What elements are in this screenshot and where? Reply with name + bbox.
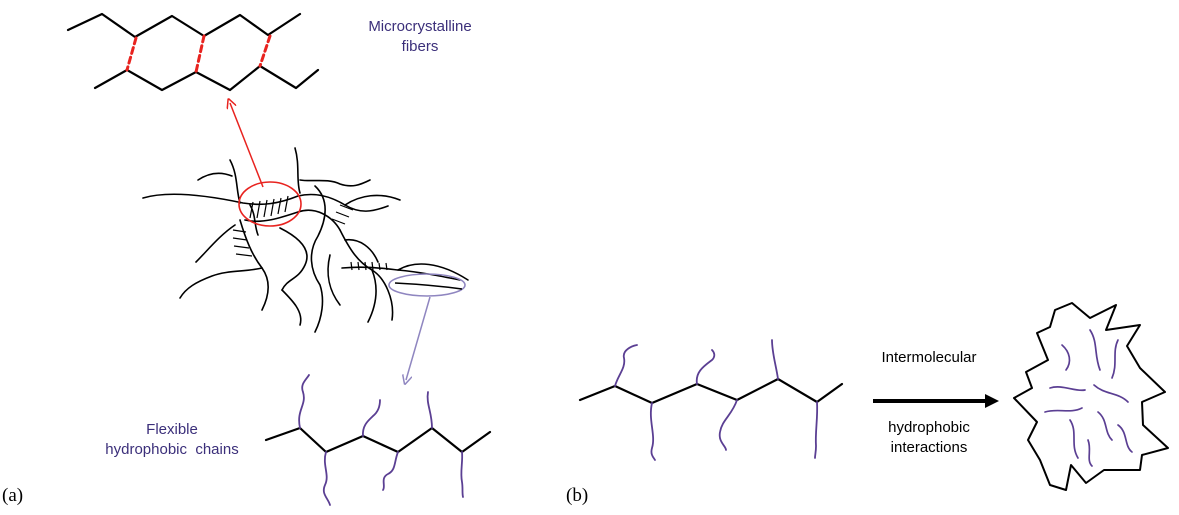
crystalline-bond	[194, 34, 206, 74]
side-chain	[771, 339, 779, 380]
side-chain	[322, 451, 331, 506]
side-chain	[718, 399, 738, 451]
side-chain	[426, 391, 433, 429]
microcrystalline-label: Microcrystalline fibers	[350, 17, 490, 57]
crystalline-bond	[125, 36, 138, 72]
flexible-chain-a	[264, 374, 492, 506]
side-chain	[382, 451, 399, 491]
backbone-chain	[264, 426, 492, 454]
side-chain	[460, 451, 464, 498]
crystalline-region-highlight	[238, 181, 302, 227]
side-chain	[649, 402, 656, 461]
side-chain	[614, 344, 638, 387]
flexible-region-highlight	[388, 273, 466, 297]
microcrystalline-label-line1: Microcrystalline	[368, 18, 472, 35]
fiber-chain-lower	[93, 64, 320, 92]
intermolecular-label-line2: hydrophobic	[888, 419, 970, 436]
flexible-chain-b	[578, 339, 844, 461]
side-chain	[298, 374, 310, 429]
hydrophobic-interactions-label: hydrophobic interactions	[864, 418, 994, 458]
polymer-network	[142, 147, 469, 333]
particle-outline	[1013, 302, 1169, 491]
panel-label-a: (a)	[2, 485, 24, 506]
intermolecular-label-line1: Intermolecular	[881, 349, 977, 366]
side-chain	[814, 401, 819, 459]
microcrystalline-label-line2: fibers	[401, 38, 439, 55]
flexible-chains-label: Flexible hydrophobic chains	[92, 420, 252, 460]
crystalline-hatching	[232, 195, 388, 271]
panel-label-b: (b)	[566, 485, 589, 506]
fiber-chain-upper	[66, 12, 302, 39]
crystalline-bond	[258, 34, 272, 68]
flexible-label-line2: hydrophobic chains	[105, 441, 239, 458]
intermolecular-label: Intermolecular	[864, 348, 994, 368]
microcrystalline-fiber	[66, 12, 320, 92]
side-chain	[362, 399, 381, 437]
backbone-chain	[578, 377, 844, 405]
intermolecular-label-line3: interactions	[890, 439, 968, 456]
side-chain	[695, 349, 716, 385]
pointer-arrow-purple	[406, 296, 431, 380]
flexible-label-line1: Flexible	[146, 421, 198, 438]
pointer-arrow-red	[230, 103, 264, 188]
aggregated-particle	[1013, 302, 1169, 491]
